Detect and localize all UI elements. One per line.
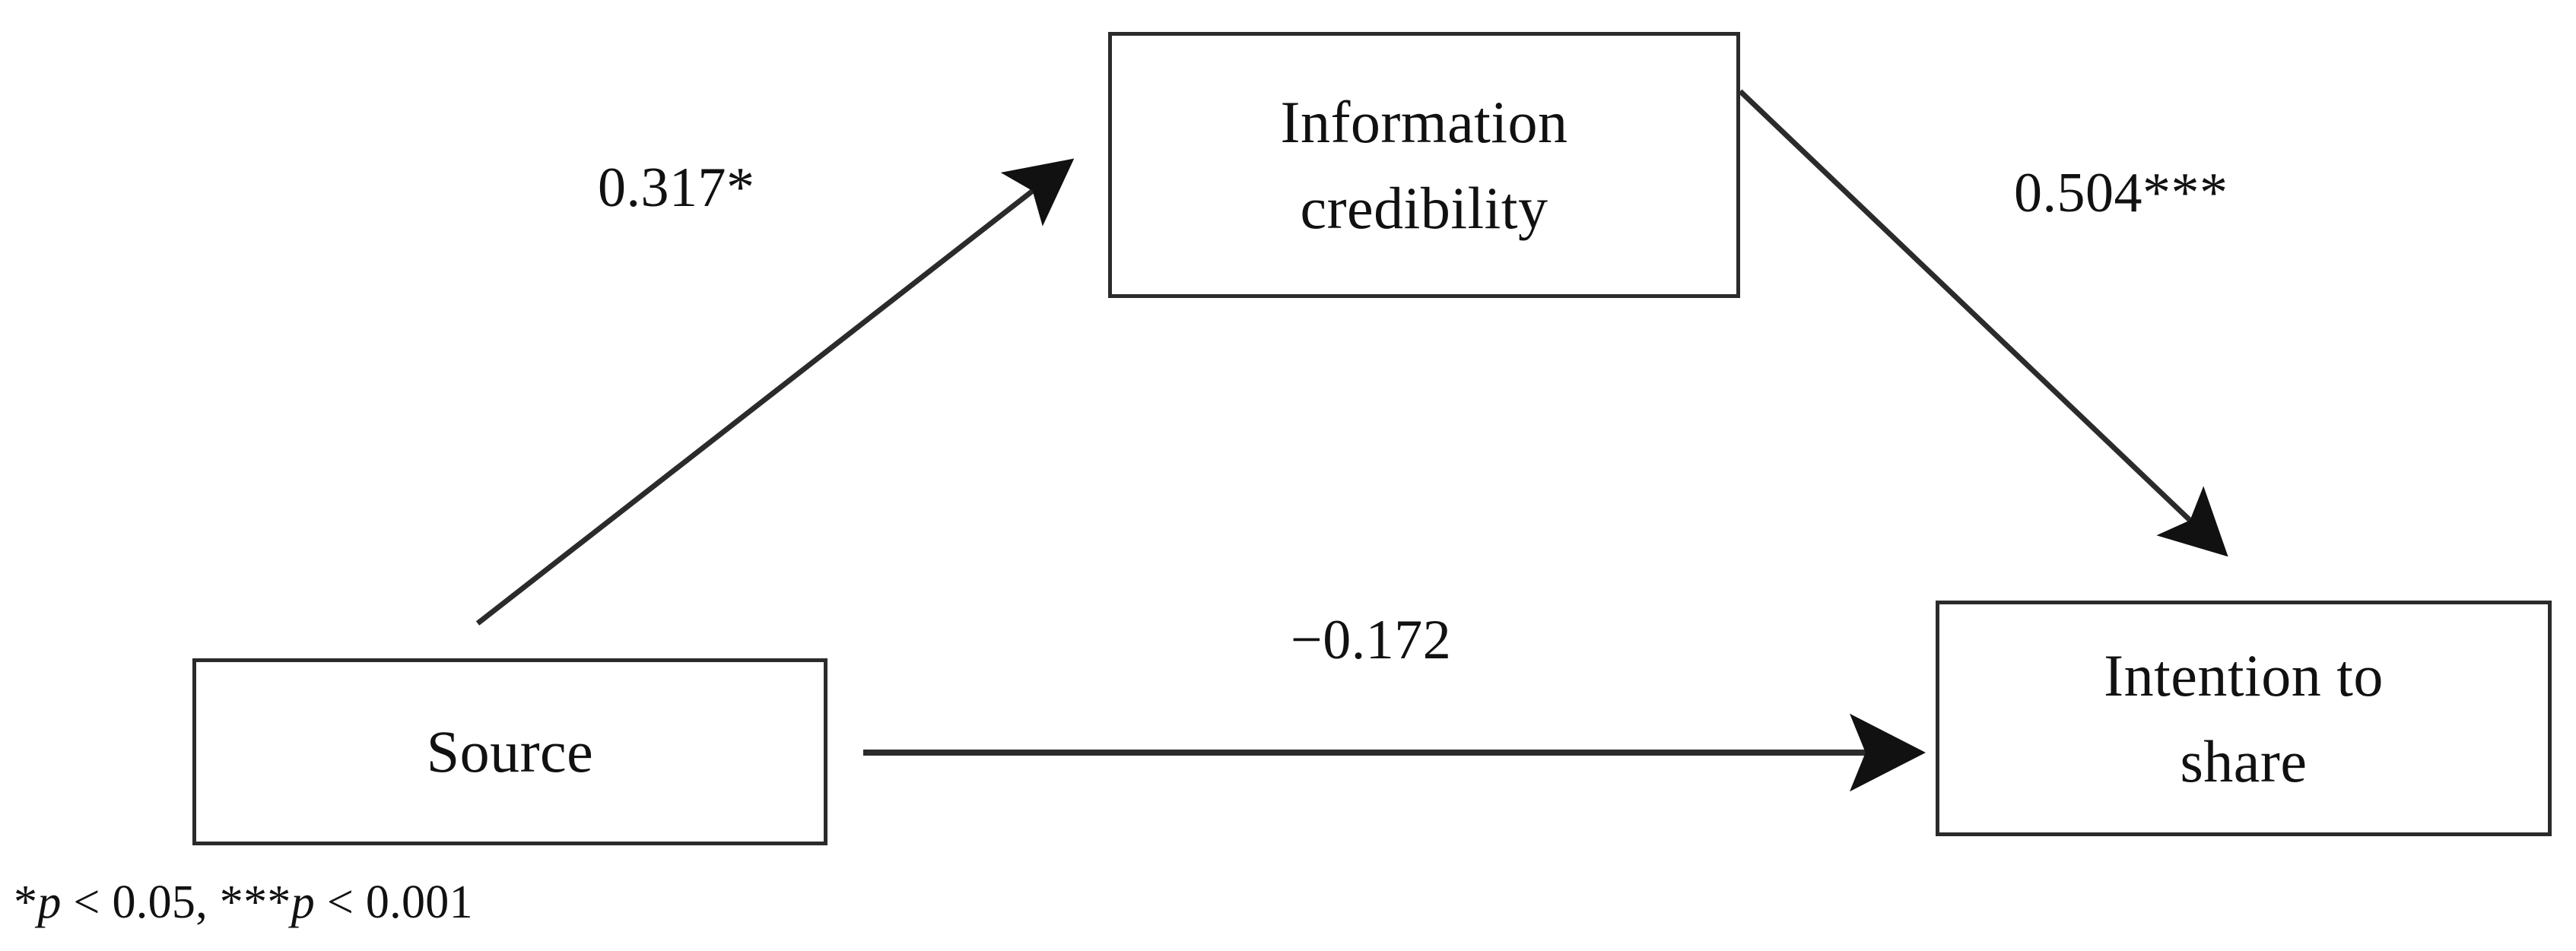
footnote-p-italic-1: p: [37, 877, 62, 928]
edge-label-source-to-intention: −0.172: [1291, 609, 1452, 671]
edge-label-credibility-to-intention: 0.504***: [2014, 162, 2228, 224]
footnote-threshold-2: < 0.001: [315, 877, 473, 928]
node-information-credibility[interactable]: Information credibility: [1108, 32, 1740, 298]
node-information-credibility-label: Information credibility: [1280, 88, 1568, 241]
footnote-star-triple: ***: [219, 877, 291, 928]
footnote-p-italic-2: p: [291, 877, 316, 928]
footnote-threshold-1: < 0.05,: [61, 877, 220, 928]
significance-footnote: *p < 0.05, ***p < 0.001: [14, 876, 473, 930]
footnote-star-single: *: [14, 877, 38, 928]
node-intention-to-share[interactable]: Intention to share: [1936, 601, 2552, 836]
node-source-label: Source: [426, 718, 594, 785]
edge-source-to-credibility-arrow: [475, 158, 1075, 626]
node-intention-to-share-label: Intention to share: [2104, 642, 2384, 794]
edge-label-source-to-credibility: 0.317*: [598, 157, 755, 219]
edge-credibility-to-intention-arrow: [1738, 89, 2228, 557]
node-source[interactable]: Source: [192, 658, 827, 845]
